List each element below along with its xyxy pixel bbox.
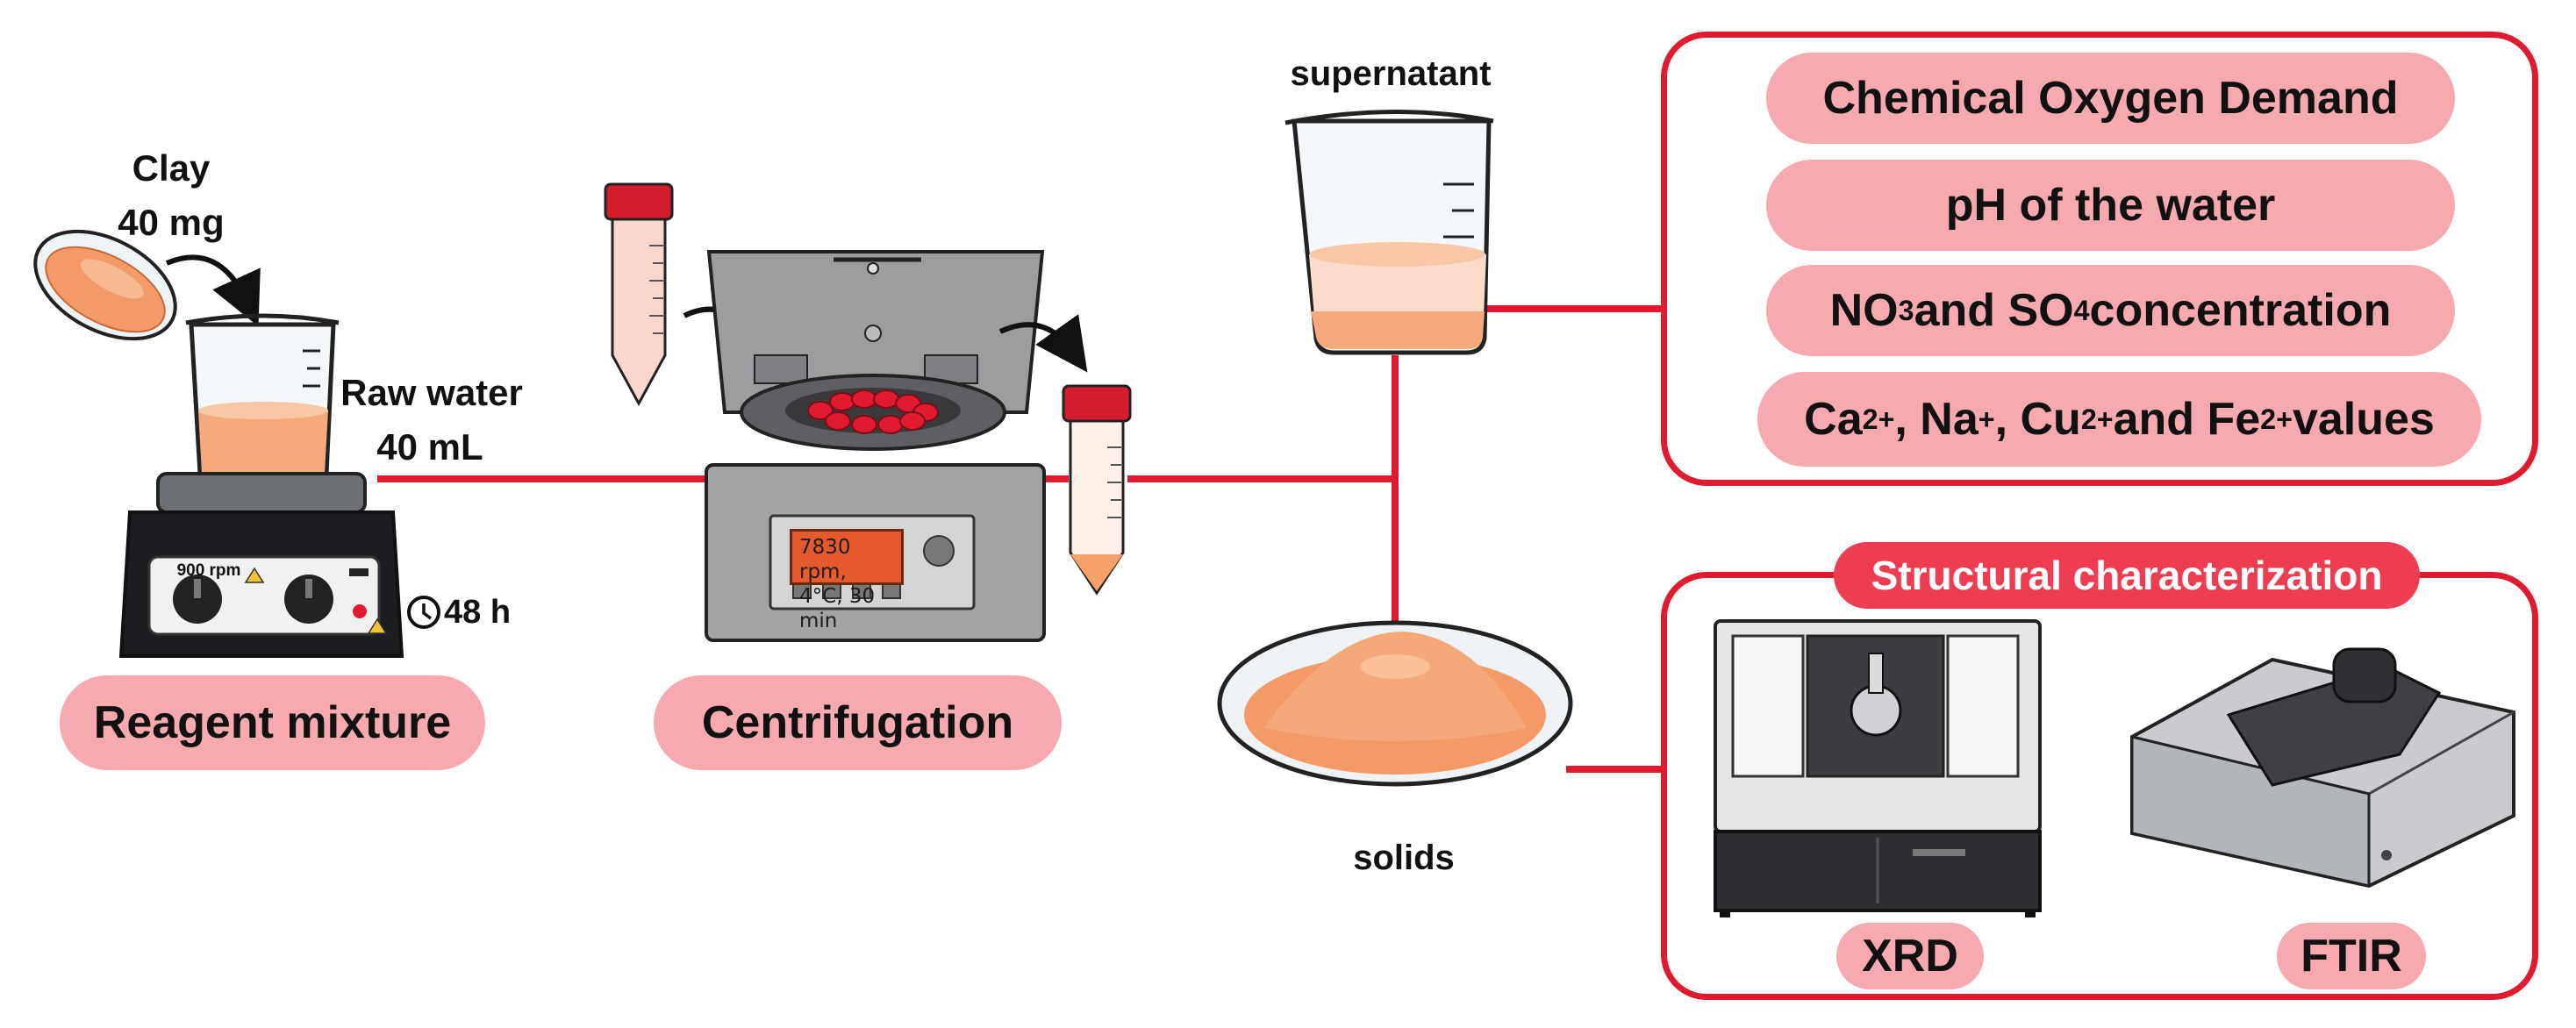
nitrate-prefix: NO [1829,285,1899,336]
nitrate-subscript: 3 [1898,294,1914,326]
calcium-symbol: Ca [1804,394,1863,445]
supernatant-label: supernatant [1290,54,1492,93]
solids-petri-dish-icon [1217,620,1573,787]
sodium-symbol: , Na [1894,394,1979,445]
clay-amount-label: 40 mg [118,202,225,243]
unload-arrow-icon [998,314,1088,373]
centrifugation-step-label: Centrifugation [654,675,1062,770]
sulfate-prefix: and SO [1914,285,2074,336]
raw-water-label: Raw water [340,372,523,413]
centrifuge-speed-text: 7830 rpm, [799,536,851,583]
copper-charge: 2+ [2080,403,2114,435]
time-label: 48 h [444,594,512,631]
ftir-instrument-icon [2130,647,2515,889]
sodium-charge: + [1978,403,1995,435]
ph-parameter-pill: pH of the water [1766,160,2455,251]
clock-icon [407,596,440,629]
falcon-tube-right-icon [1062,384,1132,596]
xrd-label: XRD [1836,923,1984,989]
iron-charge: 2+ [2260,403,2293,435]
falcon-tube-left-icon [604,182,674,407]
pour-arrow-icon [165,254,261,327]
beaker-icon [185,313,340,487]
calcium-charge: 2+ [1862,403,1895,435]
supernatant-beaker-icon [1284,110,1494,355]
clay-label: Clay [132,147,211,189]
hot-plate-stirrer-icon [118,472,404,658]
centrifuge-settings-display: 7830 rpm, 4°C, 30 min [790,529,904,632]
copper-symbol: , Cu [1994,394,2081,445]
raw-water-amount-label: 40 mL [376,426,483,468]
clay-dish-icon [33,229,177,341]
stir-speed-label: 900 rpm [176,561,241,580]
sulfate-subscript: 4 [2073,294,2090,326]
iron-symbol: and Fe [2113,394,2261,445]
structural-characterization-title: Structural characterization [1834,542,2420,609]
water-analysis-frame [1661,32,2538,486]
centrifuge-temp-time-text: 4°C, 30 min [799,585,876,632]
ftir-label: FTIR [2277,923,2426,989]
cod-parameter-pill: Chemical Oxygen Demand [1766,53,2455,144]
solids-label: solids [1353,839,1455,877]
connector-lines [377,305,1665,773]
reagent-mixture-step-label: Reagent mixture [60,675,485,770]
values-suffix: values [2292,394,2435,445]
concentration-suffix: concentration [2089,285,2392,336]
xrd-instrument-icon [1714,619,2042,917]
